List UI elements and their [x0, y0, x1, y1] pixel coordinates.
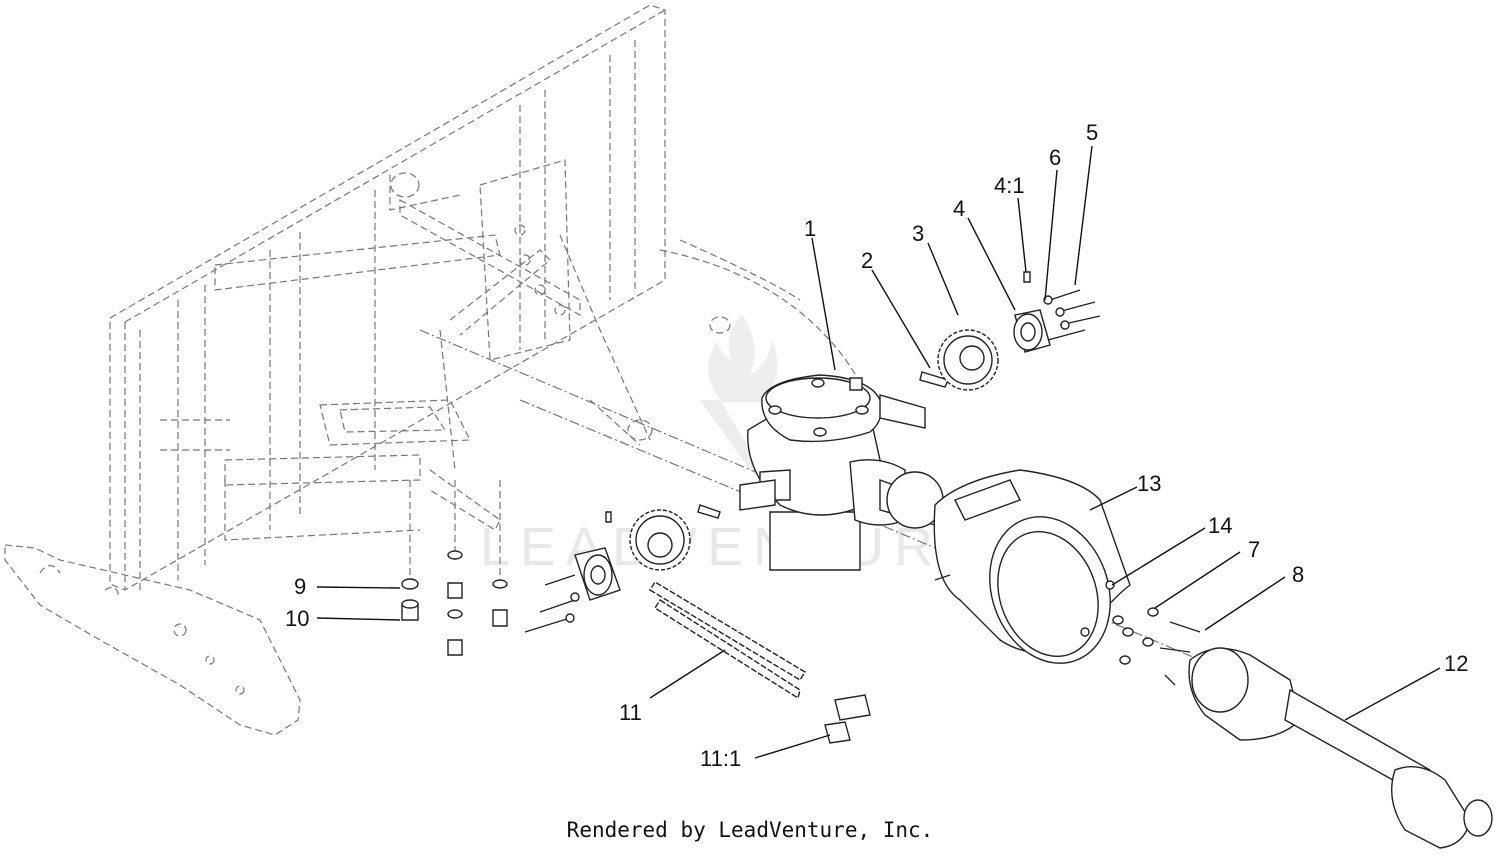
frame-hardware: [401, 480, 508, 656]
mounting-frame: [109, 4, 871, 591]
upper-sprocket: [937, 329, 999, 391]
callout-9: 9: [294, 574, 306, 599]
callout-13: 13: [1137, 471, 1161, 496]
callout-8: 8: [1292, 562, 1304, 587]
callout-12: 12: [1444, 651, 1468, 676]
gearbox: [739, 374, 944, 571]
leadventure-watermark: LEADVENTURE: [480, 315, 989, 577]
driveline-shield: [933, 469, 1131, 664]
callout-2: 2: [861, 248, 873, 273]
callout-1: 1: [804, 216, 816, 241]
rendered-by-footer: Rendered by LeadVenture, Inc.: [566, 818, 934, 842]
callout-4: 4: [953, 196, 965, 221]
callout-10: 10: [285, 606, 309, 631]
callout-11: 11: [619, 700, 642, 725]
roller-chain: [649, 581, 806, 700]
callout-labels: 1 2 3 4 4:1 5 6 7 8 9 10 11 11:1 12 13 1…: [285, 120, 1468, 771]
lower-hub: [574, 511, 621, 601]
shaft-key-lower: [697, 504, 721, 519]
leader-lines: [316, 145, 1441, 759]
callout-5: 5: [1086, 120, 1098, 145]
callout-7: 7: [1248, 537, 1260, 562]
pto-driveline: [1188, 647, 1493, 849]
watermark-text: LEADVENTURE: [480, 517, 989, 577]
callout-11-1: 11:1: [700, 746, 741, 771]
curved-side-rail: [4, 544, 301, 736]
master-link: [824, 694, 871, 744]
shaft-key: [919, 371, 949, 388]
callout-4-1: 4:1: [994, 173, 1025, 198]
callout-6: 6: [1049, 145, 1061, 170]
callout-3: 3: [912, 221, 924, 246]
hub-bolts: [524, 289, 1101, 633]
upper-hub: [1013, 271, 1051, 353]
shield-hardware: [1112, 607, 1201, 686]
callout-14: 14: [1208, 513, 1232, 538]
lower-sprocket: [629, 509, 691, 571]
secondary-axis-line: [519, 399, 761, 501]
